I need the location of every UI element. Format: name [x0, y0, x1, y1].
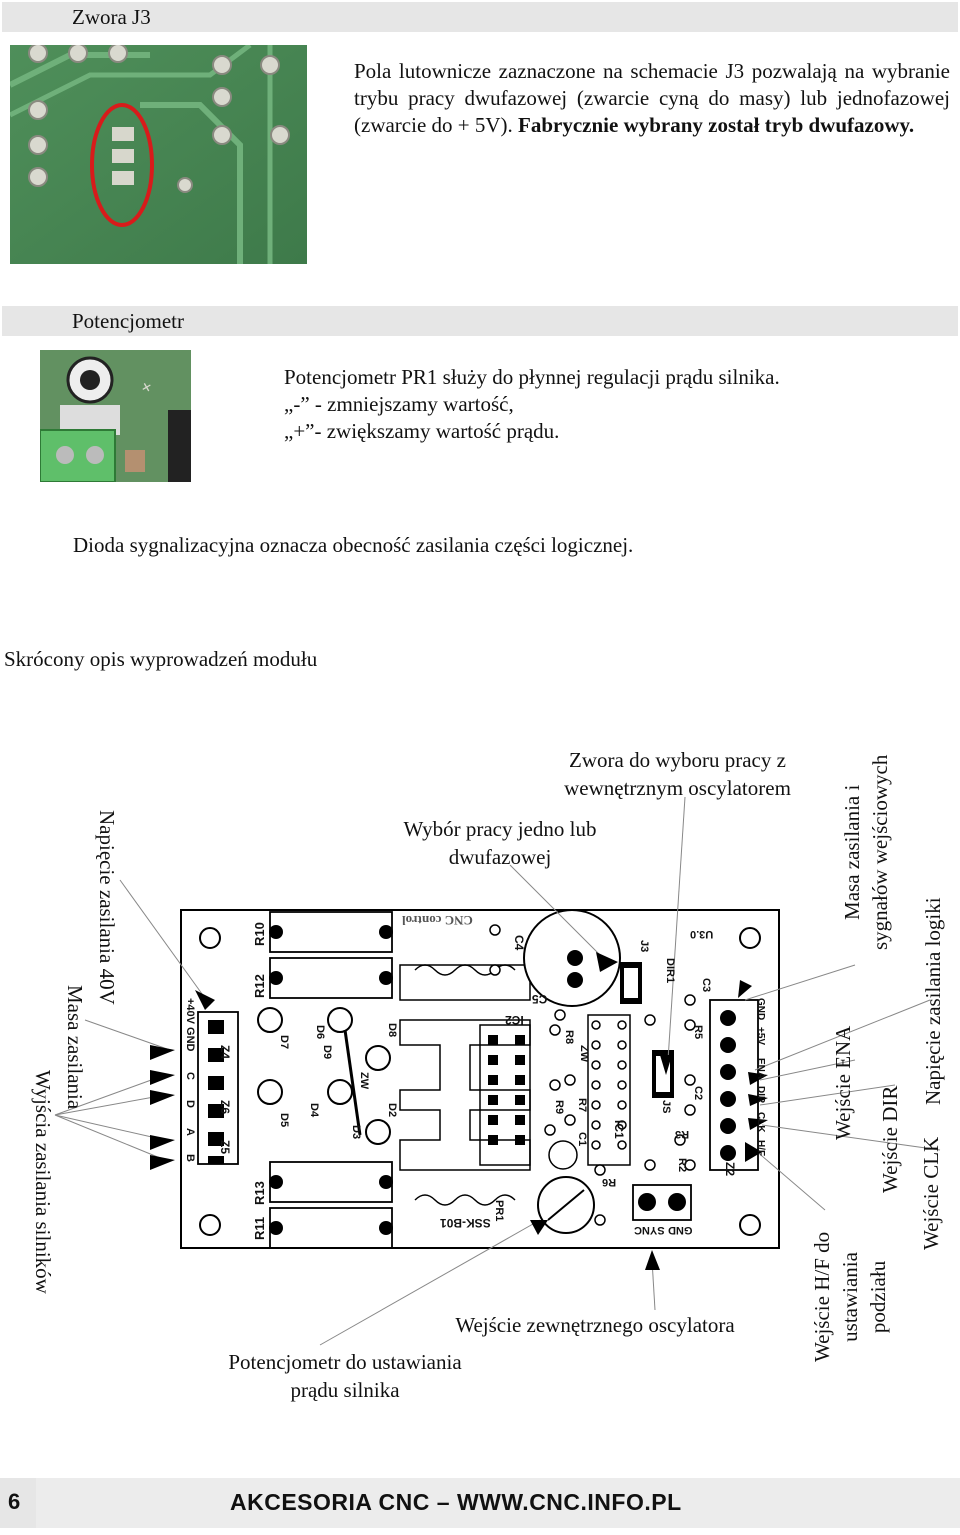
label-hf: Wejście H/F do ustawiania podziału	[810, 1231, 890, 1362]
footer: 6 AKCESORIA CNC – WWW.CNC.INFO.PL	[0, 1478, 960, 1528]
pin-d: D	[184, 1100, 196, 1108]
silk-c5: C5	[532, 992, 548, 1006]
silk-z6: Z6	[218, 1100, 232, 1115]
board-vcc: U3.0	[690, 928, 714, 940]
label-masa-logic: Masa zasilania i sygnałów wejściowych	[840, 754, 892, 950]
pin-dir: DIR	[755, 1086, 766, 1104]
pcb-photo-potentiometer: +	[40, 350, 191, 482]
label-masa: Masa zasilania	[63, 985, 87, 1110]
j3-text-bold: Fabrycznie wybrany został tryb dwufazowy…	[518, 113, 915, 137]
label-dir: Wejście DIR	[878, 1085, 902, 1193]
j3-description: Pola lutownicze zaznaczone na schemacie …	[354, 58, 950, 139]
pcb-j3-image	[10, 45, 307, 264]
silk-d2: D2	[386, 1103, 398, 1118]
footer-page-box	[0, 1478, 36, 1528]
pin-gnd: GND	[755, 998, 766, 1021]
silk-c3: C3	[700, 978, 712, 993]
arrowheads	[150, 952, 768, 1270]
silk-r5: R5	[692, 1025, 704, 1040]
pin-5v: +5V	[755, 1027, 766, 1046]
silk-r6: R6	[602, 1176, 617, 1188]
silk-r3: R3	[675, 1128, 690, 1140]
silk-d3: D3	[350, 1125, 362, 1140]
pinout-heading: Skrócony opis wyprowadzeń modułu	[4, 647, 318, 671]
silk-d4: D4	[308, 1103, 320, 1118]
silk-d9: D9	[321, 1045, 333, 1060]
silk-r10: R10	[252, 922, 267, 946]
j3-highlight-circle	[90, 103, 154, 227]
section-title: Potencjometr	[72, 309, 184, 333]
silk-ic1: IC1	[612, 1120, 626, 1139]
pinout-diagram: R10 R12 R13 R11 Z4 Z6 Z5 C4 C5 IC2 R8 R9…	[0, 700, 960, 1420]
silk-d8: D8	[386, 1023, 398, 1038]
label-wybor: Wybór pracy jedno lub dwufazowej	[403, 817, 597, 869]
page-number: 6	[8, 1489, 21, 1514]
label-clk: Wejście CLK	[919, 1136, 943, 1250]
pin-gnd-bottom: GND	[668, 1224, 693, 1236]
label-pot: Potencjometr do ustawiania prądu silnika	[228, 1350, 462, 1402]
footer-rule	[36, 1478, 960, 1528]
footer-text: AKCESORIA CNC – WWW.CNC.INFO.PL	[230, 1489, 682, 1515]
silk-dir1: DIR1	[664, 958, 676, 984]
silk-r2: R2	[676, 1158, 688, 1173]
section-title: Zwora J3	[72, 5, 151, 29]
silk-c2: C2	[692, 1086, 704, 1101]
silk-r9: R9	[553, 1100, 565, 1115]
silk-pr1: PR1	[493, 1200, 505, 1222]
diode-text: Dioda sygnalizacyjna oznacza obecność za…	[73, 533, 634, 557]
section-header-potencjometr: Potencjometr	[2, 306, 958, 336]
label-wyjscia: Wyjścia zasilania silników	[31, 1070, 55, 1294]
j3-text: Pola lutownicze zaznaczone na schemacie …	[354, 59, 950, 137]
silk-z2: Z2	[723, 1162, 737, 1177]
label-napiecie: Napięcie zasilania 40V	[95, 810, 119, 1005]
pin-power: +40V GND	[184, 998, 196, 1052]
potentiometer-image: +	[40, 350, 191, 482]
pointer-lines	[54, 796, 941, 1346]
pot-line-1: Potencjometr PR1 służy do płynnej regula…	[284, 365, 780, 389]
pin-c: C	[184, 1072, 196, 1080]
silk-ic2: IC2	[505, 1013, 524, 1027]
pin-a: A	[184, 1128, 196, 1136]
silk-r12: R12	[252, 974, 267, 998]
pin-ena: ENA	[755, 1058, 766, 1080]
silk-r11: R11	[252, 1216, 267, 1240]
board-model: SSK-B01	[440, 1216, 491, 1230]
label-osc: Wejście zewnętrznego oscylatora	[455, 1313, 735, 1337]
silk-r8: R8	[563, 1030, 575, 1045]
silk-zw: ZW	[578, 1045, 590, 1063]
silk-z5: Z5	[218, 1140, 232, 1155]
label-ena: Wejście ENA	[831, 1025, 855, 1140]
label-napiecie-logiki: Napięcie zasilania logiki	[921, 897, 945, 1105]
label-zwora: Zwora do wyboru pracy z wewnętrznym oscy…	[564, 748, 791, 800]
silk-d6: D6	[314, 1025, 326, 1040]
board-drawing	[54, 796, 941, 1346]
silk-d5: D5	[278, 1113, 290, 1128]
pin-sync: SYNC	[634, 1224, 665, 1236]
potentiometer-description: Potencjometr PR1 służy do płynnej regula…	[284, 364, 924, 445]
section-header-j3: Zwora J3	[2, 2, 958, 32]
silk-c4: C4	[512, 935, 526, 951]
silk-zw2: ZW	[358, 1072, 370, 1090]
silk-j3: J3	[638, 940, 650, 953]
silk-d7: D7	[278, 1035, 290, 1050]
pot-line-2: „-” - zmniejszamy wartość,	[284, 392, 514, 416]
pin-hf: H/F	[755, 1140, 766, 1157]
silk-z4: Z4	[218, 1045, 232, 1060]
board-logo: CNC control	[402, 913, 473, 928]
pin-b: B	[184, 1154, 196, 1162]
silk-c1: C1	[576, 1132, 588, 1147]
pin-clk: CLK	[755, 1112, 766, 1133]
silk-r13: R13	[252, 1181, 267, 1205]
pcb-photo-j3	[10, 45, 307, 264]
silk-js: JS	[660, 1100, 672, 1114]
silk-r7: R7	[576, 1098, 588, 1113]
pot-line-3: „+”- zwiększamy wartość prądu.	[284, 419, 560, 443]
